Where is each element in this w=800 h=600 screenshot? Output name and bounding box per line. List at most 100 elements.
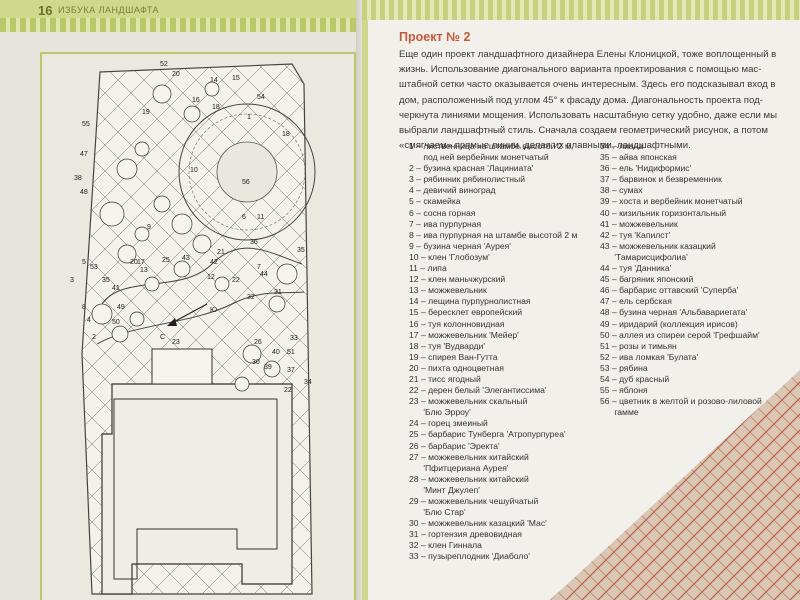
plant-legend-left: 1 – лиственница на штамбе высотой 2 м, п… — [409, 141, 619, 563]
legend-item: 48 – бузина черная 'Альбавариегата' — [600, 307, 748, 318]
plan-number-label: 6 — [242, 214, 246, 221]
plan-number-label: 42 — [210, 259, 218, 266]
house-inner — [113, 398, 278, 580]
intro-line: дом, расположенный под углом 45° к фасад… — [399, 94, 763, 106]
plan-number-label: 1 — [247, 114, 251, 121]
legend-item: 2 – бузина красная 'Лациниата' — [409, 163, 534, 174]
plan-number-label: 10 — [190, 167, 198, 174]
legend-item: 25 – барбарис Тунберга 'Атропурпуреа' — [409, 429, 566, 440]
plan-number-label: 25 — [162, 257, 170, 264]
legend-item: 49 – иридарий (коллекция ирисов) — [600, 318, 738, 329]
legend-item: 54 – дуб красный — [600, 373, 670, 384]
plan-number-label: 43 — [182, 255, 190, 262]
plan-number-label: 47 — [80, 151, 88, 158]
plan-number-label: 55 — [82, 121, 90, 128]
plan-number-label: 16 — [192, 97, 200, 104]
intro-paragraph: Еще один проект ландшафтного дизайнера Е… — [399, 47, 777, 153]
intro-line: черкнута линиями мощения. Использовать н… — [399, 109, 777, 121]
plan-number-label: 33 — [290, 335, 298, 342]
page-number: 16 — [38, 3, 53, 18]
plan-number-label: 5 — [82, 259, 86, 266]
legend-item: 45 – багряник японский — [600, 274, 694, 285]
plant-symbol — [204, 81, 220, 97]
compass-south-label: Ю — [210, 307, 217, 314]
plan-number-label: 36 — [250, 239, 258, 246]
legend-item: 'Тамарисцифолиа' — [600, 251, 688, 262]
legend-item: 37 – барвинок и безвременник — [600, 174, 722, 185]
plant-symbol — [192, 234, 212, 254]
legend-item: 5 – скамейка — [409, 196, 461, 207]
legend-item: 17 – можжевельник 'Мейер' — [409, 329, 519, 340]
legend-item: 'Блю Стар' — [409, 507, 466, 518]
legend-item: 35 – айва японская — [600, 152, 677, 163]
plan-number-label: 30 — [252, 359, 260, 366]
plan-number-label: 54 — [257, 94, 265, 101]
legend-item: 13 – можжевельник — [409, 285, 487, 296]
paving-illustration — [550, 370, 800, 600]
legend-item: 32 – клен Гиннала — [409, 540, 482, 551]
compass-arrow — [169, 303, 208, 325]
legend-item: 29 – можжевельник чешуйчатый — [409, 496, 539, 506]
plan-number-label: 14 — [210, 77, 218, 84]
legend-item: 52 – ива ломкая 'Булата' — [600, 351, 699, 362]
legend-item: 40 – кизильник горизонтальный — [600, 207, 727, 218]
legend-item: 33 – пузыреплодник 'Диаболо' — [409, 551, 530, 562]
plan-number-label: 31 — [274, 289, 282, 296]
plant-symbol — [117, 244, 137, 264]
porch-51 — [151, 348, 213, 385]
legend-item: 7 – ива пурпурная — [409, 218, 482, 229]
plant-symbol — [129, 311, 145, 327]
plan-number-label: 3 — [70, 277, 74, 284]
legend-item: 4 – девичий виноград — [409, 185, 496, 196]
intro-line: Еще один проект ландшафтного дизайнера Е… — [399, 49, 777, 60]
plant-symbol — [134, 226, 150, 242]
plan-number-label: 9 — [147, 224, 151, 231]
legend-item: 21 – тисс ягодный — [409, 373, 481, 384]
legend-item: 56 – цветник в желтой и розово-лиловой — [600, 396, 762, 407]
plan-number-label: 34 — [304, 379, 312, 386]
plant-symbol — [173, 260, 191, 278]
intro-line: жизнь. Использование диагонального вариа… — [399, 64, 762, 76]
legend-item: 28 – можжевельник китайский — [409, 473, 529, 484]
legend-item: 1 – лиственница на штамбе высотой 2 м, — [409, 141, 574, 151]
legend-item: 50 – аллея из спиреи серой 'Грефшайм' — [600, 329, 760, 340]
plant-symbol — [152, 84, 172, 104]
legend-item: 53 – рябина — [600, 362, 648, 373]
legend-item: 55 – яблоня — [600, 385, 648, 396]
plan-number-label: 51 — [287, 349, 295, 356]
legend-item: 11 – липа — [409, 263, 447, 274]
plan-number-label: 52 — [160, 61, 168, 68]
plan-number-label: 35 — [297, 247, 305, 254]
plan-number-label: 39 — [264, 364, 272, 371]
plant-symbol — [111, 325, 129, 343]
legend-item: 'Блю Эрроу' — [409, 407, 471, 418]
plan-number-label: 53 — [90, 264, 98, 271]
plant-symbol — [134, 141, 150, 157]
intro-line: выбрали ландшафтный стиль. Сначала созда… — [399, 125, 768, 137]
legend-item: 20 – пихта одноцветная — [409, 362, 504, 373]
plant-symbol — [268, 295, 286, 313]
plan-number-label: 4 — [87, 317, 91, 324]
plan-number-label: 56 — [242, 179, 250, 186]
legend-item: 10 – клен 'Глобозум' — [409, 251, 490, 262]
plant-symbol — [242, 344, 262, 364]
legend-item: 31 – гортензия древовидная — [409, 529, 522, 540]
plan-number-label: 32 — [247, 294, 255, 301]
plant-symbol — [144, 276, 160, 292]
round-flowerbed — [178, 103, 316, 241]
legend-item: 34 – лиана — [600, 141, 644, 151]
legend-item: 16 – туя колонновидная — [409, 318, 505, 329]
legend-item: 22 – дерен белый 'Элегантиссима' — [409, 385, 547, 396]
plan-number-label: 19 — [142, 109, 150, 116]
plan-number-label: 7 — [257, 264, 261, 271]
intro-line: «смягчаем» прямые линии, делая их плавны… — [399, 140, 691, 152]
house-outline — [101, 383, 293, 595]
legend-item: 15 – бересклет европейский — [409, 307, 523, 318]
legend-item: 9 – бузина черная 'Аурея' — [409, 240, 511, 251]
plan-number-label: 40 — [272, 349, 280, 356]
legend-item: 26 – барбарис 'Эректа' — [409, 440, 500, 451]
page-header-stripes — [0, 18, 392, 32]
